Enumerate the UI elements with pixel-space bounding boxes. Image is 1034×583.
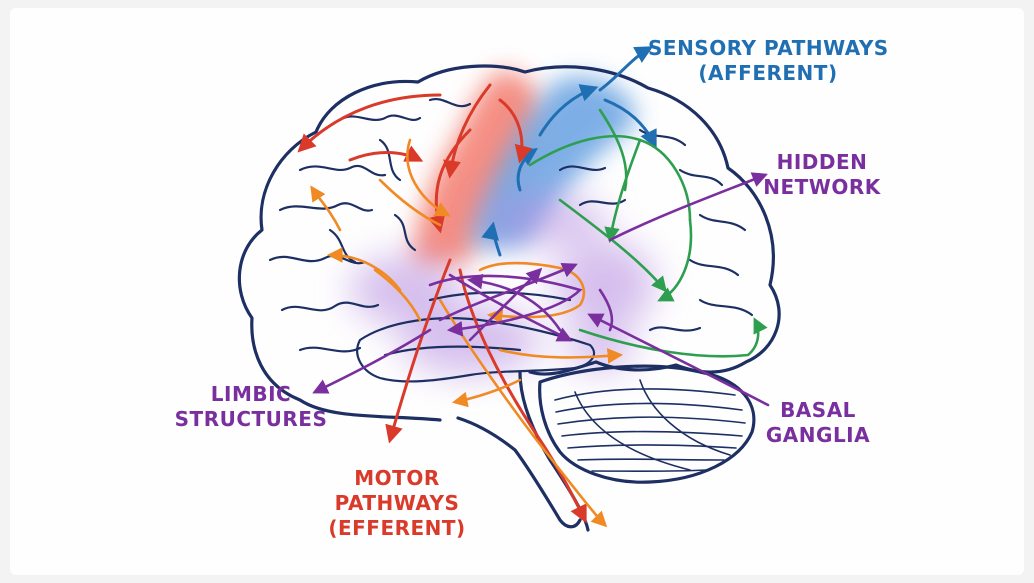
- limbic-structures-label: LIMBIC STRUCTURES: [166, 382, 336, 432]
- motor-pathways-label: MOTOR PATHWAYS (EFFERENT): [312, 466, 482, 541]
- hidden-label-line1: HIDDEN: [776, 150, 868, 174]
- orange-pathway-arrows: [310, 138, 624, 528]
- motor-pathway-arrows: [297, 83, 587, 524]
- hidden-label-line2: NETWORK: [763, 175, 881, 199]
- basal-label-line1: BASAL: [780, 398, 856, 422]
- motor-label-line1: MOTOR: [354, 466, 440, 490]
- motor-label-line3: (EFFERENT): [328, 516, 466, 540]
- sensory-label-line2: (AFFERENT): [698, 61, 838, 85]
- sensory-label-line1: SENSORY PATHWAYS: [648, 36, 889, 60]
- green-pathway-arrows: [528, 108, 768, 358]
- hidden-network-arrows: [312, 172, 770, 407]
- limbic-label-line1: LIMBIC: [210, 382, 292, 406]
- basal-ganglia-label: BASAL GANGLIA: [758, 398, 878, 448]
- brain-outline: [237, 64, 781, 532]
- motor-label-line2: PATHWAYS: [334, 491, 460, 515]
- basal-label-line2: GANGLIA: [765, 423, 871, 447]
- hidden-network-label: HIDDEN NETWORK: [752, 150, 892, 200]
- sensory-pathways-label: SENSORY PATHWAYS (AFFERENT): [648, 36, 888, 86]
- cerebellum-folia: [554, 379, 746, 473]
- limbic-label-line2: STRUCTURES: [174, 407, 328, 431]
